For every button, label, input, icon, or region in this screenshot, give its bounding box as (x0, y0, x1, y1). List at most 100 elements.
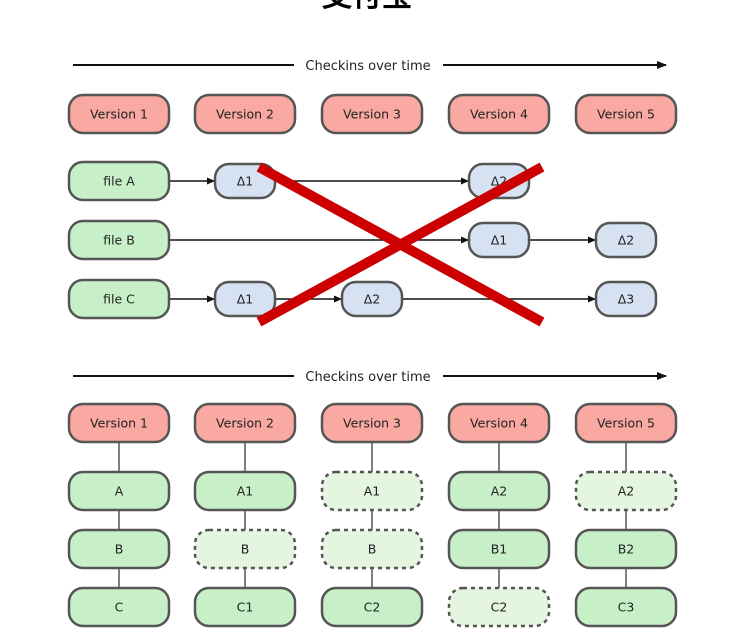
snapshot-reference-box: B (320, 528, 424, 570)
delta-box-shape (594, 280, 658, 318)
snapshot-file-box-label: C1 (237, 600, 254, 615)
snapshot-reference-box-label: B (368, 542, 377, 557)
delta-box: Δ3 (594, 280, 658, 318)
file-box-shape (67, 160, 171, 202)
snapshot-file-box-label: A2 (491, 484, 508, 499)
snapshot-file-box-label: C2 (364, 600, 381, 615)
delta-box: Δ2 (340, 280, 404, 318)
delta-box-label: Δ1 (237, 174, 254, 189)
delta-box: Δ2 (594, 221, 658, 259)
file-box-shape (67, 278, 171, 320)
snapshot-file-box-shape (193, 470, 297, 512)
delta-box-label: Δ3 (618, 292, 635, 307)
snapshot-file-box-shape (574, 528, 678, 570)
snapshot-file-box: C3 (574, 586, 678, 628)
delta-box: Δ1 (213, 280, 277, 318)
snapshot-file-box-label: C3 (618, 600, 635, 615)
snapshot-file-box: C1 (193, 586, 297, 628)
top-version-5: Version 5 (574, 93, 678, 135)
top-version-4-shape (447, 93, 551, 135)
delta-box-shape (467, 162, 531, 200)
snapshot-reference-box: A2 (574, 470, 678, 512)
snapshot-reference-box: A1 (320, 470, 424, 512)
snapshot-file-box-label: B2 (618, 542, 635, 557)
snapshot-reference-box-shape (193, 528, 297, 570)
top-version-2-shape (193, 93, 297, 135)
snapshot-file-box: B (67, 528, 171, 570)
snapshot-column-2: Version 2 A1B C1 (193, 402, 297, 628)
snapshot-reference-box: B (193, 528, 297, 570)
snapshot-file-box-shape (574, 586, 678, 628)
delta-box-shape (340, 280, 404, 318)
snapshot-reference-box-shape (320, 528, 424, 570)
delta-box: Δ2 (467, 162, 531, 200)
file-box-label: file B (103, 233, 135, 248)
snapshot-file-box: C (67, 586, 171, 628)
snapshot-column-3: Version 3 A1B C2 (320, 402, 424, 628)
snapshot-file-box-label: B1 (491, 542, 508, 557)
top-timeline: Checkins over time (73, 59, 667, 74)
bottom-version-1: Version 1 (67, 402, 171, 444)
bottom-version-2-label: Version 2 (216, 416, 274, 431)
delta-box-label: Δ2 (618, 233, 635, 248)
delta-box-shape (467, 221, 531, 259)
bottom-version-3-label: Version 3 (343, 416, 401, 431)
bottom-timeline-label: Checkins over time (305, 370, 430, 385)
bottom-version-4-label: Version 4 (470, 416, 528, 431)
snapshot-reference-box-shape (320, 470, 424, 512)
file-row-2: file B Δ1 Δ2 (67, 219, 658, 261)
snapshot-file-box: A2 (447, 470, 551, 512)
snapshot-file-box-label: A (115, 484, 124, 499)
snapshot-reference-box-label: A2 (618, 484, 635, 499)
snapshot-file-box: B2 (574, 528, 678, 570)
top-version-1-label: Version 1 (90, 107, 148, 122)
snapshot-file-box: A (67, 470, 171, 512)
bottom-version-2: Version 2 (193, 402, 297, 444)
bottom-version-4: Version 4 (447, 402, 551, 444)
top-version-2-label: Version 2 (216, 107, 274, 122)
snapshot-file-box: A1 (193, 470, 297, 512)
snapshot-file-box: B1 (447, 528, 551, 570)
top-version-3-shape (320, 93, 424, 135)
snapshot-reference-box: C2 (447, 586, 551, 628)
top-version-3-label: Version 3 (343, 107, 401, 122)
snapshot-file-box-shape (447, 528, 551, 570)
delta-box-shape (213, 280, 277, 318)
bottom-version-5-label: Version 5 (597, 416, 655, 431)
snapshot-reference-box-label: A1 (364, 484, 381, 499)
snapshot-file-box-label: C (115, 600, 124, 615)
delta-box-shape (594, 221, 658, 259)
snapshot-file-box-shape (67, 470, 171, 512)
bottom-version-1-shape (67, 402, 171, 444)
cross-out-mark (256, 162, 545, 327)
file-box-label: file A (103, 174, 135, 189)
bottom-version-5-shape (574, 402, 678, 444)
snapshot-reference-box-shape (447, 586, 551, 628)
bottom-version-5: Version 5 (574, 402, 678, 444)
snapshot-file-box-label: B (115, 542, 124, 557)
snapshot-column-1: Version 1 A B C (67, 402, 171, 628)
bottom-version-4-shape (447, 402, 551, 444)
snapshot-file-box-shape (67, 586, 171, 628)
snapshot-file-box: C2 (320, 586, 424, 628)
page-heading: 支付宝 (322, 0, 412, 14)
delta-box-label: Δ1 (237, 292, 254, 307)
delta-box: Δ1 (467, 221, 531, 259)
top-version-2: Version 2 (193, 93, 297, 135)
cross-out-stroke (256, 162, 545, 327)
snapshot-file-box-label: A1 (237, 484, 254, 499)
snapshot-reference-box-label: C2 (491, 600, 508, 615)
snapshot-file-box-shape (320, 586, 424, 628)
top-version-5-label: Version 5 (597, 107, 655, 122)
bottom-version-2-shape (193, 402, 297, 444)
snapshot-reference-box-label: B (241, 542, 250, 557)
delta-box-label: Δ2 (364, 292, 381, 307)
top-version-1-shape (67, 93, 171, 135)
file-box: file B (67, 219, 171, 261)
